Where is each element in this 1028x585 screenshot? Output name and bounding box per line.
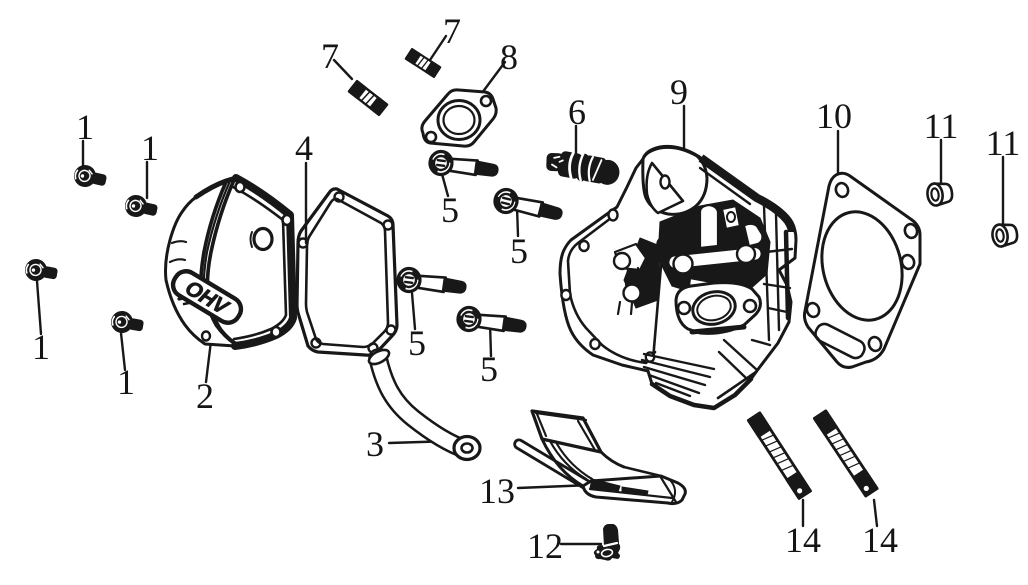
svg-text:13: 13	[479, 471, 515, 511]
svg-text:7: 7	[321, 36, 339, 76]
svg-text:5: 5	[408, 323, 426, 363]
svg-text:2: 2	[196, 376, 214, 416]
svg-text:10: 10	[816, 96, 852, 136]
svg-text:4: 4	[295, 128, 313, 168]
svg-text:1: 1	[32, 327, 50, 367]
svg-text:6: 6	[568, 92, 586, 132]
svg-text:5: 5	[441, 190, 459, 230]
svg-text:5: 5	[480, 349, 498, 389]
svg-text:1: 1	[141, 128, 159, 168]
svg-text:5: 5	[510, 231, 528, 271]
svg-text:7: 7	[443, 11, 461, 51]
svg-text:3: 3	[366, 424, 384, 464]
svg-text:14: 14	[862, 520, 898, 560]
svg-text:9: 9	[670, 72, 688, 112]
svg-text:1: 1	[76, 107, 94, 147]
svg-text:1: 1	[117, 362, 135, 402]
svg-text:8: 8	[500, 37, 518, 77]
svg-text:12: 12	[527, 526, 563, 566]
